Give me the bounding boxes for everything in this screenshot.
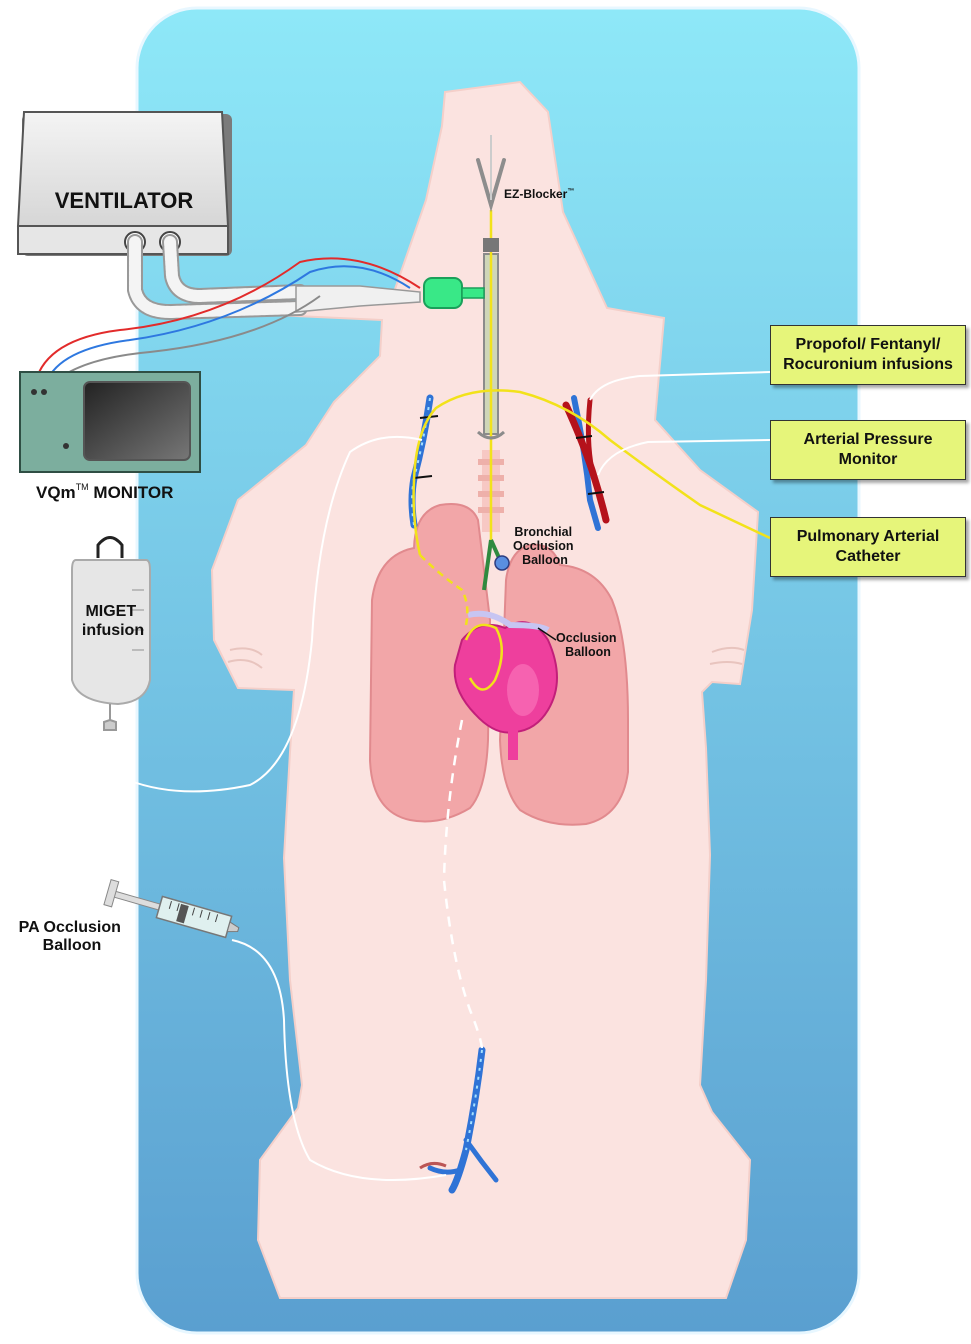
hme-connector bbox=[462, 288, 484, 298]
heart-highlight bbox=[507, 664, 539, 716]
vqm-monitor-group bbox=[20, 372, 200, 472]
vqm-monitor-screen bbox=[84, 382, 190, 460]
vqm-port-grey bbox=[63, 443, 69, 449]
ventilator-base bbox=[18, 226, 228, 254]
occlusion-balloon-label: Occlusion Balloon bbox=[556, 631, 620, 659]
vqm-port-blue bbox=[41, 389, 47, 395]
ez-blocker-label: EZ-Blocker™ bbox=[504, 187, 574, 201]
arterial-pressure-label-box: Arterial Pressure Monitor bbox=[770, 420, 966, 480]
hme-filter bbox=[424, 278, 462, 308]
vqm-monitor-label: VQmTM MONITOR bbox=[36, 482, 173, 502]
miget-bag-hanger bbox=[98, 538, 122, 559]
vqm-port-red bbox=[31, 389, 37, 395]
infusions-label-box: Propofol/ Fentanyl/ Rocuronium infusions bbox=[770, 325, 966, 385]
bronchial-balloon-label: Bronchial Occlusion Balloon bbox=[513, 525, 577, 567]
pa-occlusion-label: PA Occlusion Balloon bbox=[19, 919, 126, 954]
pulmonary-catheter-label-box: Pulmonary Arterial Catheter bbox=[770, 517, 966, 577]
ventilator-label: VENTILATOR bbox=[55, 188, 194, 213]
miget-drip bbox=[104, 704, 116, 730]
tube-connector bbox=[483, 238, 499, 252]
bronchial-occlusion-balloon bbox=[495, 556, 509, 570]
aorta bbox=[508, 730, 518, 760]
ventilator-group bbox=[18, 112, 232, 256]
